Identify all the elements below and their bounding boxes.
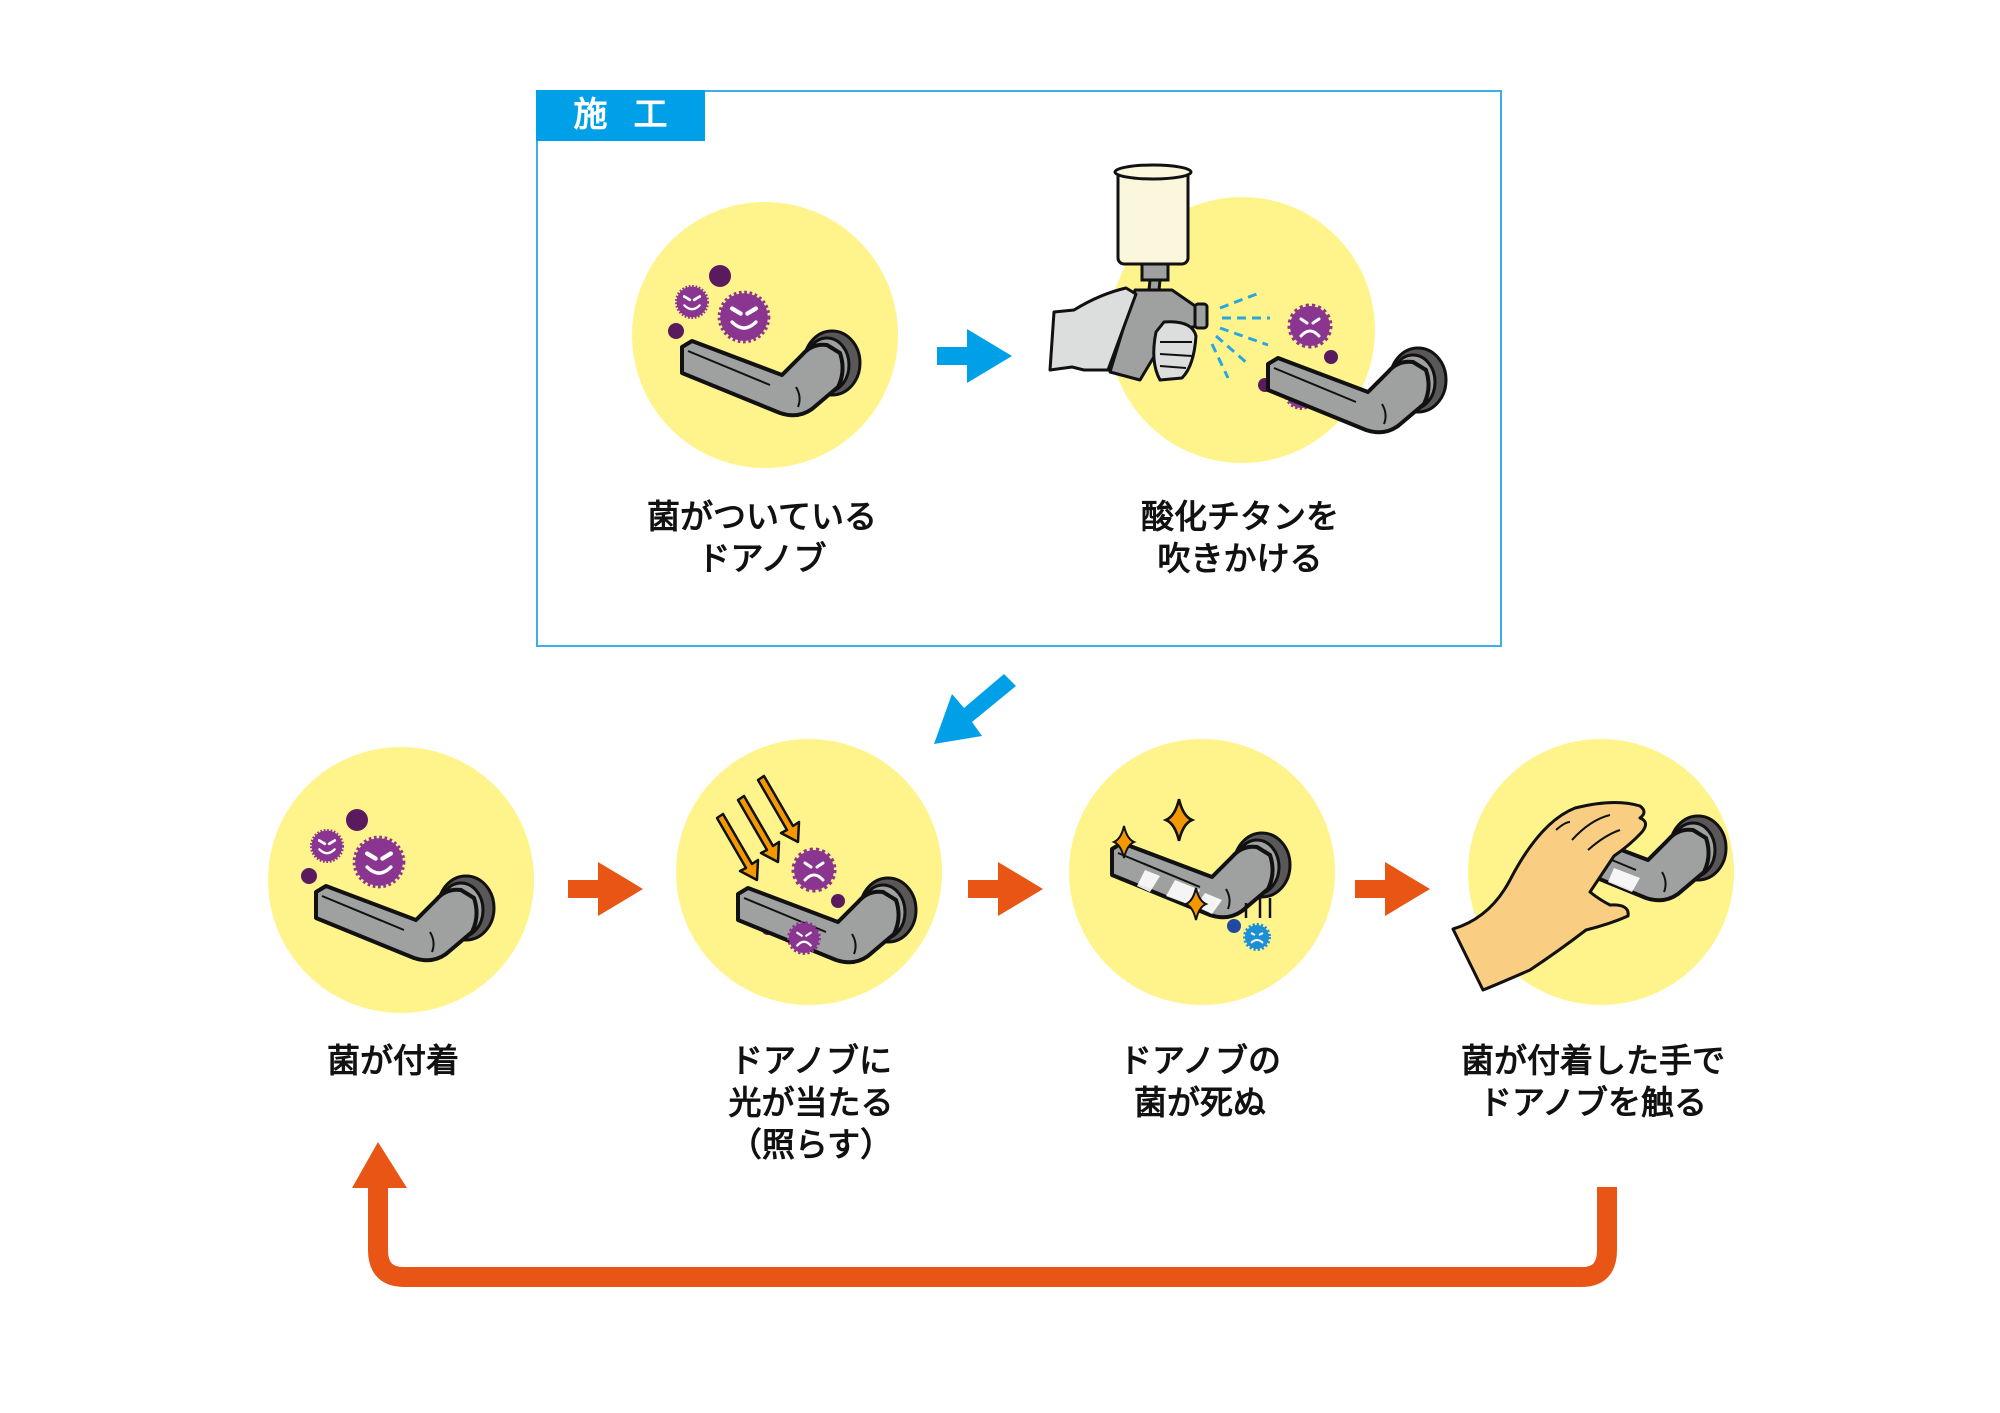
falling-lines <box>1244 898 1272 918</box>
sad-germ-icon <box>1290 306 1330 346</box>
loop-arrow-head-icon <box>352 1142 407 1188</box>
construction-step-2-illustration <box>1048 163 1448 463</box>
cycle-step-3-illustration <box>1069 739 1335 1005</box>
label-line: 菌がついている <box>646 497 878 536</box>
construction-frame <box>536 90 1502 647</box>
cycle-step-3-label: ドアノブの 菌が死ぬ <box>1119 1040 1281 1124</box>
arrow-right-icon <box>568 862 643 916</box>
arrow-right-icon <box>937 329 1012 383</box>
evil-germ-icon <box>674 284 710 320</box>
construction-step-2-label: 酸化チタンを 吹きかける <box>1141 496 1339 580</box>
hand-icon <box>1451 800 1647 992</box>
cycle-step-4-label: 菌が付着した手で ドアノブを触る <box>1461 1040 1725 1124</box>
cycle-step-2-label: ドアノブに 光が当たる （照らす） <box>729 1040 894 1166</box>
loop-arrow-icon <box>368 1185 1617 1287</box>
label-line: 吹きかける <box>1157 539 1323 578</box>
construction-step-1-label: 菌がついている ドアノブ <box>647 496 877 580</box>
label-line: 菌が付着した手で <box>1461 1041 1725 1080</box>
label-line: 酸化チタンを <box>1141 497 1339 536</box>
label-line: ドアノブを触る <box>1478 1083 1708 1122</box>
yellow-circle <box>632 202 898 468</box>
evil-germ-icon <box>720 293 768 341</box>
arrow-down-left-icon <box>934 674 1016 744</box>
cycle-step-1-illustration <box>268 747 534 1013</box>
label-line: 菌が死ぬ <box>1134 1083 1266 1122</box>
cycle-step-2-illustration <box>676 739 942 1005</box>
evil-germ-icon <box>309 828 345 864</box>
cycle-step-1-label: 菌が付着 <box>327 1040 459 1082</box>
germ-dot-icon <box>346 809 368 831</box>
cycle-step-4-illustration <box>1451 739 1734 1005</box>
germ-dot-icon <box>1324 350 1338 364</box>
label-line: （照らす） <box>728 1125 894 1164</box>
germ-dot-icon <box>668 323 684 339</box>
label-line: 菌が付着 <box>327 1041 459 1080</box>
spray-mist-icon <box>1210 290 1270 379</box>
label-line: 光が当たる <box>728 1083 894 1122</box>
sad-germ-icon <box>787 921 821 955</box>
germ-dot-icon <box>831 894 845 908</box>
label-line: ドアノブの <box>1118 1041 1282 1080</box>
label-line: ドアノブに <box>729 1041 893 1080</box>
label-line: ドアノブ <box>697 539 827 578</box>
light-rays-icon <box>715 774 801 882</box>
sad-germ-icon <box>794 850 834 890</box>
germ-dot-icon <box>709 265 731 287</box>
arrow-right-icon <box>1355 862 1430 916</box>
evil-germ-icon <box>355 838 403 886</box>
construction-tag: 施工 <box>536 90 705 141</box>
germ-dot-icon <box>301 868 317 884</box>
arrow-right-icon <box>968 862 1043 916</box>
dead-germ-dot-icon <box>1227 919 1241 933</box>
yellow-circle <box>268 747 534 1013</box>
construction-step-1-illustration <box>632 202 898 468</box>
gloved-hand-icon <box>1048 286 1198 382</box>
dead-germ-icon <box>1243 923 1271 951</box>
